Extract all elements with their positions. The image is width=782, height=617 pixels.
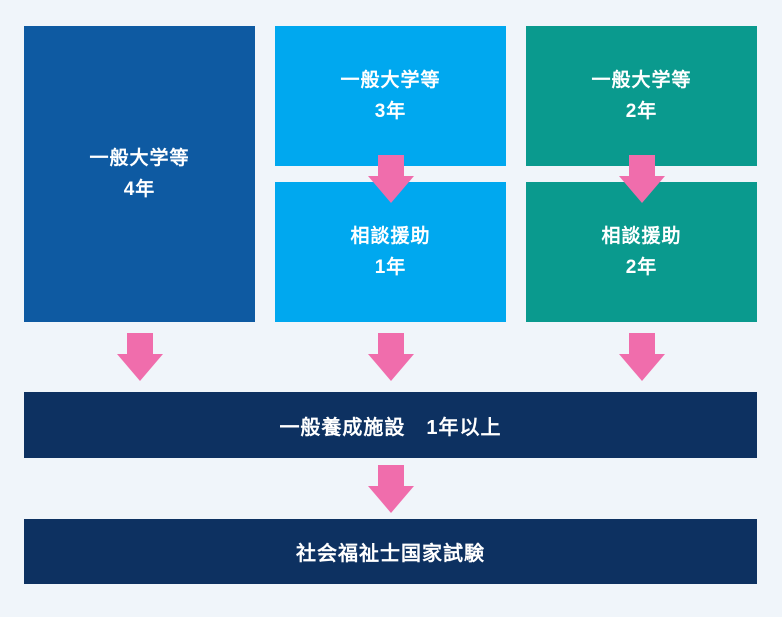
box-label: 相談援助	[350, 226, 431, 247]
arrow-stem	[377, 155, 404, 176]
arrow-stem	[377, 333, 404, 354]
box-years: 1年	[374, 257, 407, 278]
box-general-university-2yr: 一般大学等 2年	[526, 26, 757, 166]
down-arrow-icon	[367, 464, 414, 513]
route-columns: 一般大学等 4年 一般大学等 3年 相談援助 1年	[24, 26, 757, 322]
bar-national-exam: 社会福祉士国家試験	[24, 519, 757, 584]
bar-label: 一般養成施設 1年以上	[279, 416, 502, 439]
box-label: 一般大学等	[591, 70, 692, 91]
down-arrow-icon	[618, 155, 665, 203]
arrows-to-training-facility	[24, 322, 757, 392]
column-university-3yr: 一般大学等 3年 相談援助 1年	[275, 26, 506, 322]
arrow-head	[618, 176, 665, 203]
arrow-head	[116, 354, 163, 381]
column-university-2yr: 一般大学等 2年 相談援助 2年	[526, 26, 757, 322]
box-years: 2年	[625, 101, 658, 122]
arrow-head	[367, 354, 414, 381]
arrow-stem	[377, 464, 404, 486]
box-years: 4年	[123, 179, 156, 200]
box-years: 2年	[625, 257, 658, 278]
down-arrow-icon	[367, 155, 414, 203]
box-general-university-4yr: 一般大学等 4年	[24, 26, 255, 322]
box-consultation-support-1yr: 相談援助 1年	[275, 182, 506, 322]
arrow-head	[618, 354, 665, 381]
bar-label: 社会福祉士国家試験	[296, 543, 485, 565]
box-general-university-3yr: 一般大学等 3年	[275, 26, 506, 166]
down-arrow-icon	[367, 333, 414, 381]
arrow-stem	[126, 333, 153, 354]
arrow-stem	[628, 333, 655, 354]
box-years: 3年	[374, 101, 407, 122]
diagram-content: 一般大学等 4年 一般大学等 3年 相談援助 1年	[24, 26, 757, 584]
column-university-4yr: 一般大学等 4年	[24, 26, 255, 322]
box-label: 一般大学等	[340, 70, 441, 91]
down-arrow-icon	[116, 333, 163, 381]
box-label: 一般大学等	[89, 148, 190, 169]
down-arrow-icon	[618, 333, 665, 381]
arrow-head	[367, 176, 414, 203]
box-label: 相談援助	[601, 226, 682, 247]
arrow-stem	[628, 155, 655, 176]
box-consultation-support-2yr: 相談援助 2年	[526, 182, 757, 322]
arrow-head	[367, 485, 414, 513]
arrow-cell	[24, 333, 255, 381]
bar-general-training-facility: 一般養成施設 1年以上	[24, 392, 757, 458]
arrow-to-exam	[24, 458, 757, 519]
arrow-cell	[526, 333, 757, 381]
arrow-cell	[275, 333, 506, 381]
